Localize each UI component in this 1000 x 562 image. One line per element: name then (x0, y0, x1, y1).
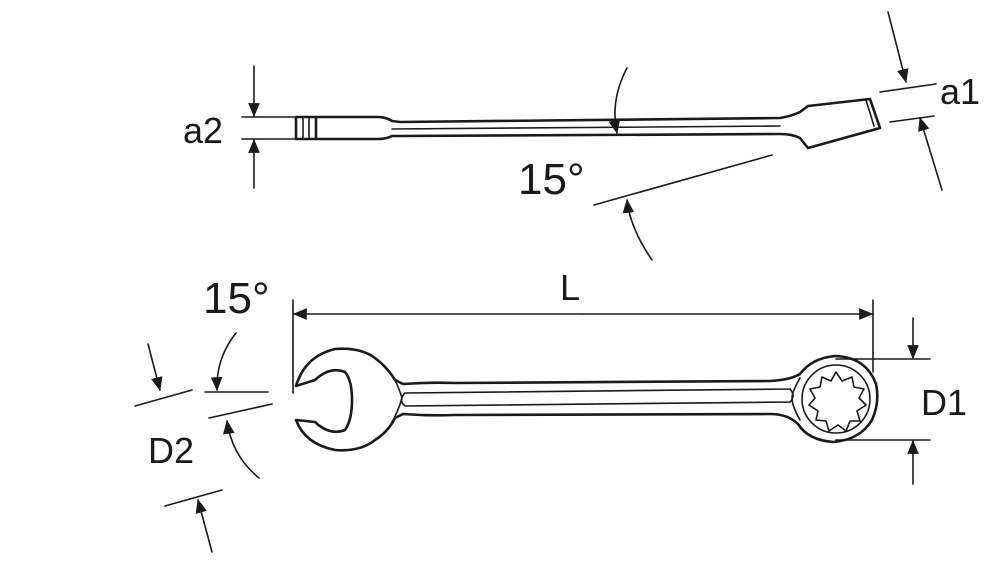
top-open-end-head (294, 347, 879, 452)
dimension-side-angle: 15° (518, 67, 773, 261)
top-shank-panel (400, 388, 794, 407)
side-shank (316, 97, 882, 150)
dimension-a1: a1 (879, 11, 980, 191)
wrench-top-view (294, 347, 879, 452)
side-open-end-head (294, 115, 318, 141)
top-ring-12-point (808, 371, 867, 432)
label-top-angle: 15° (203, 274, 270, 323)
label-a2: a2 (183, 110, 223, 151)
label-D2: D2 (148, 430, 194, 471)
dimension-D2: D2 (134, 343, 223, 553)
label-D1: D1 (921, 382, 967, 423)
dimension-D1: D1 (835, 317, 967, 485)
wrench-side-view (294, 97, 882, 150)
dimension-L: L (292, 267, 874, 394)
label-L: L (560, 267, 580, 308)
top-ring-outer (801, 364, 871, 434)
label-side-angle: 15° (518, 155, 585, 204)
label-a1: a1 (940, 71, 980, 112)
dimension-a2: a2 (183, 65, 297, 189)
dimension-top-angle: 15° (203, 274, 273, 479)
